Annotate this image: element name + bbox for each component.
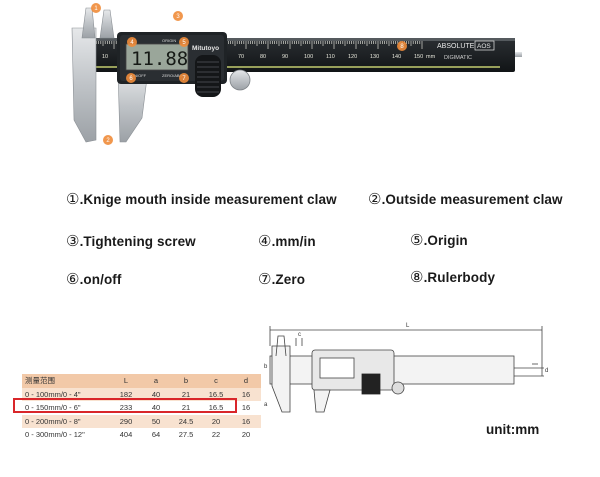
value-cell: 404 [111,428,141,442]
value-cell: c [201,374,231,388]
value-cell: 20 [201,414,231,428]
value-cell: L [111,374,141,388]
lock-knob [229,69,251,91]
legend-item-5: ⑤.Origin [410,232,468,249]
value-cell: 64 [141,428,171,442]
svg-text:6: 6 [129,76,133,82]
value-cell: 16.5 [201,387,231,401]
thumb-roller [195,55,221,97]
caliper-photo: 102030405060708090100110120130140150mm A… [71,3,522,145]
range-cell: 0 - 200mm/0 - 8" [22,414,111,428]
svg-text:3: 3 [176,14,180,20]
svg-text:5: 5 [182,40,186,46]
lcd-reading: 11.88 [131,48,188,70]
svg-text:a: a [264,402,268,408]
value-cell: 290 [111,414,141,428]
value-cell: d [231,374,261,388]
value-cell: 182 [111,387,141,401]
inside-jaw-fixed [81,7,96,39]
scale-label: 90 [282,54,288,60]
scale-label: 80 [260,54,266,60]
unit-label: unit:mm [486,422,540,437]
scale-label: 150 [414,54,423,60]
value-cell: 50 [141,414,171,428]
svg-text:DIGIMATIC: DIGIMATIC [444,55,472,61]
scale-label: 110 [326,54,335,60]
value-cell: a [141,374,171,388]
range-cell: 测量范围 [22,374,111,388]
scale-label: 130 [370,54,379,60]
svg-text:1: 1 [94,6,98,12]
callout-markers: 1 2 3 4 5 6 7 8 [91,3,407,145]
dimension-drawing: L b a c d [264,323,548,413]
scale-label: 10 [102,54,108,60]
inside-jaw-slider [99,9,115,39]
svg-text:4: 4 [130,40,134,46]
value-cell: 21 [171,387,201,401]
outside-jaw-fixed [71,27,97,143]
svg-text:AOS: AOS [477,43,491,50]
svg-text:d: d [545,368,548,374]
legend-item-1: ①.Knige mouth inside measurement claw [66,191,337,208]
scale-label: 140 [392,54,401,60]
svg-text:c: c [298,332,301,338]
legend-item-4: ④.mm/in [258,233,316,250]
svg-text:ABSOLUTE: ABSOLUTE [437,43,475,50]
value-cell: 16 [231,401,261,415]
legend-item-2: ②.Outside measurement claw [368,191,563,208]
range-cell: 0 - 100mm/0 - 4" [22,387,111,401]
legend-item-8: ⑧.Rulerbody [410,269,496,286]
svg-text:Mitutoyo: Mitutoyo [192,45,219,52]
svg-text:b: b [264,364,268,370]
svg-text:L: L [406,323,410,329]
scale-label: 70 [238,54,244,60]
scale-label: mm [426,54,436,60]
highlight-box [13,398,237,413]
scale-label: 120 [348,54,357,60]
legend-item-6: ⑥.on/off [66,271,122,288]
value-cell: 20 [231,428,261,442]
value-cell: 40 [141,387,171,401]
scale-label: 100 [304,54,313,60]
svg-text:8: 8 [400,44,404,50]
svg-text:ON/OFF: ON/OFF [131,73,147,78]
value-cell: 24.5 [171,414,201,428]
value-cell: 16 [231,414,261,428]
svg-text:7: 7 [182,76,186,82]
value-cell: 27.5 [171,428,201,442]
svg-text:ORIGIN: ORIGIN [162,38,176,43]
svg-text:ZERO/ABS: ZERO/ABS [162,73,183,78]
range-cell: 0 - 300mm/0 - 12" [22,428,111,442]
legend-item-3: ③.Tightening screw [66,233,196,250]
absolute-badge: ABSOLUTE AOS DIGIMATIC [437,40,495,61]
svg-text:2: 2 [106,138,110,144]
lcd-screen [125,43,189,71]
value-cell: b [171,374,201,388]
value-cell: 22 [201,428,231,442]
value-cell: 16 [231,387,261,401]
legend-item-7: ⑦.Zero [258,271,306,288]
